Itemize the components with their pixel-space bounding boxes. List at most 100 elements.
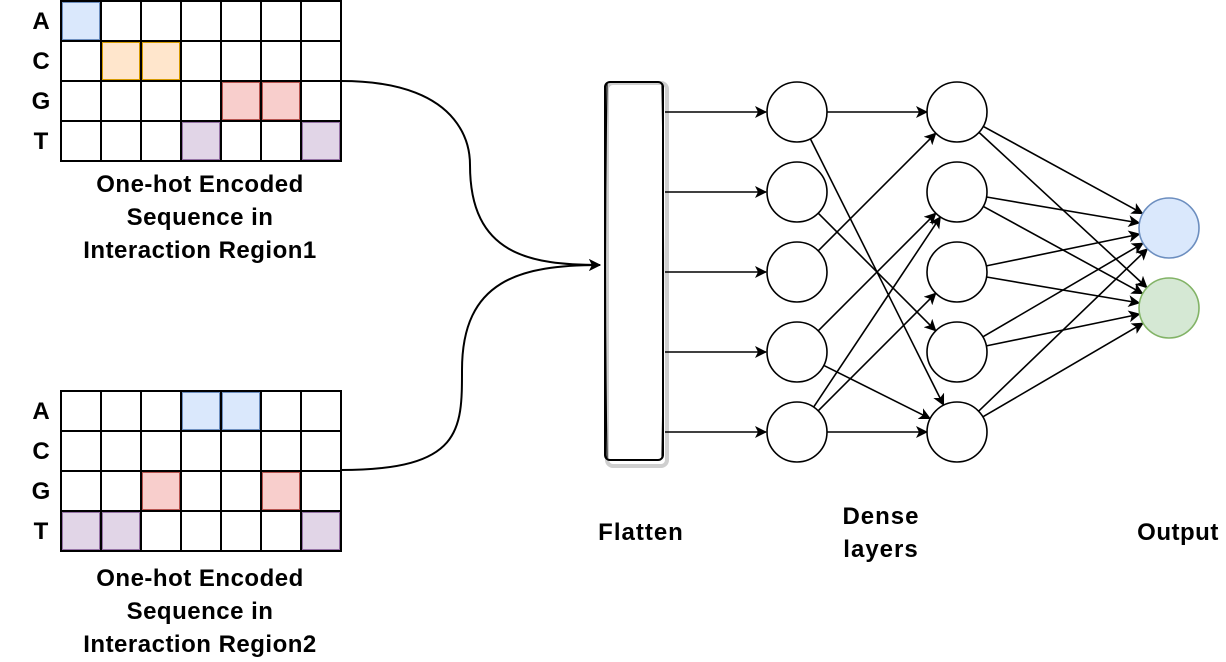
region2-caption-line1: One-hot Encoded (96, 565, 304, 592)
flatten-layer (604, 81, 669, 468)
dense2-to-output-edge-3-1 (986, 230, 1141, 267)
region2-cell-t-4 (182, 512, 222, 552)
region2-base-label-c: C (32, 438, 50, 465)
region2-cell-c-4 (182, 432, 222, 472)
network-nodes (766, 81, 1200, 463)
region1-cell-c-6 (262, 42, 302, 82)
dense1-to-dense2-edge-5-2 (812, 216, 942, 408)
region2-cell-c-7 (302, 432, 342, 472)
region2-caption-line2: Sequence in (126, 598, 274, 625)
region1-cell-a-6 (262, 2, 302, 42)
region1-caption-line1: One-hot Encoded (96, 171, 304, 198)
region2-cell-t-6 (262, 512, 302, 552)
dense1-to-dense2-edge-4-5 (823, 364, 932, 420)
region1-cell-g-1 (62, 82, 102, 122)
dense1-node-5 (766, 401, 828, 463)
region2-cell-g-4 (182, 472, 222, 512)
dense1-node-1 (766, 81, 828, 143)
dense2-to-output-edge-5-2 (982, 322, 1144, 418)
dense2-node-2 (926, 161, 988, 223)
region2-cell-c-1 (62, 432, 102, 472)
region2-base-label-a: A (32, 398, 50, 425)
region2-cell-t-1 (62, 512, 102, 552)
region2-cell-g-7 (302, 472, 342, 512)
region1-base-label-c: C (32, 48, 50, 75)
region1-caption: One-hot Encoded Sequence in Interaction … (50, 168, 350, 267)
dense1-to-dense2-edge-5-3 (817, 292, 937, 412)
region1-cell-g-7 (302, 82, 342, 122)
dense2-node-5 (926, 401, 988, 463)
region2-cell-t-7 (302, 512, 342, 552)
region2-cell-t-5 (222, 512, 262, 552)
region2-cell-a-6 (262, 392, 302, 432)
dense-layers-label-line2: layers (843, 536, 918, 563)
region2-cell-a-1 (62, 392, 102, 432)
region1-cell-a-4 (182, 2, 222, 42)
region2-base-label-t: T (33, 518, 49, 545)
region1-cell-a-2 (102, 2, 142, 42)
region1-base-label-t: T (33, 128, 49, 155)
region2-cell-c-3 (142, 432, 182, 472)
region2-cell-g-3 (142, 472, 182, 512)
region1-cell-t-1 (62, 122, 102, 162)
dense2-node-1 (926, 81, 988, 143)
dense1-to-dense2-edge-4-2 (817, 212, 937, 332)
region2-cell-c-6 (262, 432, 302, 472)
region2-base-label-g: G (31, 478, 51, 505)
region2-cell-a-5 (222, 392, 262, 432)
region1-cell-c-2 (102, 42, 142, 82)
region1-to-flatten-connector (340, 80, 601, 271)
region1-cell-t-6 (262, 122, 302, 162)
region1-cell-a-7 (302, 2, 342, 42)
dense2-node-3 (926, 241, 988, 303)
region2-cell-c-2 (102, 432, 142, 472)
region2-to-flatten-connector (340, 259, 601, 471)
region2-cell-a-3 (142, 392, 182, 432)
region2-cell-t-3 (142, 512, 182, 552)
dense1-to-dense2-edge-3-1 (817, 132, 937, 252)
region1-cell-c-7 (302, 42, 342, 82)
region2-cell-a-4 (182, 392, 222, 432)
flatten-label: Flatten (598, 519, 684, 546)
region1-cell-g-6 (262, 82, 302, 122)
region1-cell-a-1 (62, 2, 102, 42)
dense2-to-output-edge-5-1 (978, 248, 1149, 412)
region1-cell-t-2 (102, 122, 142, 162)
output-label: Output (1137, 519, 1219, 546)
region1-cell-g-5 (222, 82, 262, 122)
region1-cell-g-2 (102, 82, 142, 122)
region2-caption-line3: Interaction Region2 (83, 631, 317, 658)
region2-cell-a-2 (102, 392, 142, 432)
region1-cell-a-5 (222, 2, 262, 42)
region1-cell-c-1 (62, 42, 102, 82)
dense1-node-4 (766, 321, 828, 383)
region1-base-label-a: A (32, 8, 50, 35)
region2-cell-g-2 (102, 472, 142, 512)
region1-base-label-g: G (31, 88, 51, 115)
region1-cell-g-4 (182, 82, 222, 122)
region1-cell-g-3 (142, 82, 182, 122)
region2-one-hot-grid (60, 390, 342, 552)
dense2-to-output-edge-1-1 (982, 125, 1144, 215)
region1-cell-t-4 (182, 122, 222, 162)
region1-cell-c-4 (182, 42, 222, 82)
output-node-2 (1138, 277, 1200, 339)
network-edges (665, 106, 1149, 438)
output-node-1 (1138, 197, 1200, 259)
region2-cell-t-2 (102, 512, 142, 552)
region1-one-hot-grid (60, 0, 342, 162)
region1-cell-a-3 (142, 2, 182, 42)
region1-cell-c-5 (222, 42, 262, 82)
region2-caption: One-hot Encoded Sequence in Interaction … (50, 562, 350, 661)
dense1-node-3 (766, 241, 828, 303)
region1-cell-c-3 (142, 42, 182, 82)
region2-cell-g-5 (222, 472, 262, 512)
dense-layers-label-line1: Dense (842, 503, 919, 530)
region1-cell-t-5 (222, 122, 262, 162)
region1-caption-line2: Sequence in (126, 204, 274, 231)
region1-cell-t-7 (302, 122, 342, 162)
dense1-node-2 (766, 161, 828, 223)
region2-cell-c-5 (222, 432, 262, 472)
